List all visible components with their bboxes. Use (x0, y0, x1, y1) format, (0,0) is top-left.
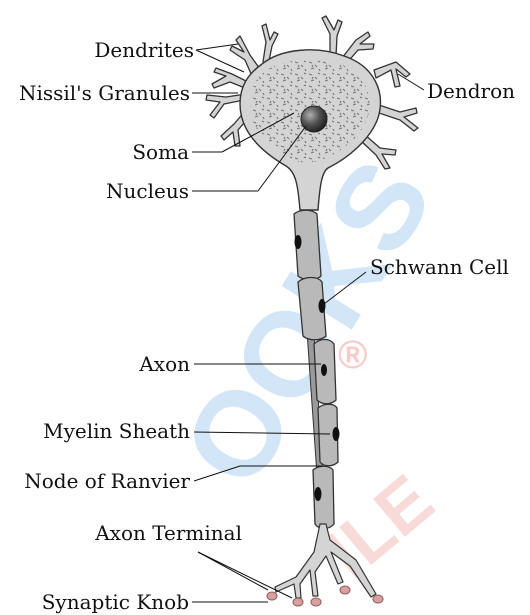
label-dendrites: Dendrites (94, 38, 194, 62)
label-dendron: Dendron (427, 79, 515, 103)
registered-mark: ® (338, 333, 367, 377)
label-axon: Axon (138, 352, 190, 376)
label-synaptic-knob: Synaptic Knob (42, 590, 189, 614)
label-schwann-cell: Schwann Cell (370, 255, 509, 279)
label-soma: Soma (132, 140, 189, 164)
label-node-of-ranvier: Node of Ranvier (24, 469, 190, 493)
label-nissl-granules: Nissil's Granules (19, 81, 190, 105)
label-axon-terminal: Axon Terminal (94, 521, 242, 545)
label-nucleus: Nucleus (106, 179, 189, 203)
label-myelin-sheath: Myelin Sheath (43, 419, 190, 443)
